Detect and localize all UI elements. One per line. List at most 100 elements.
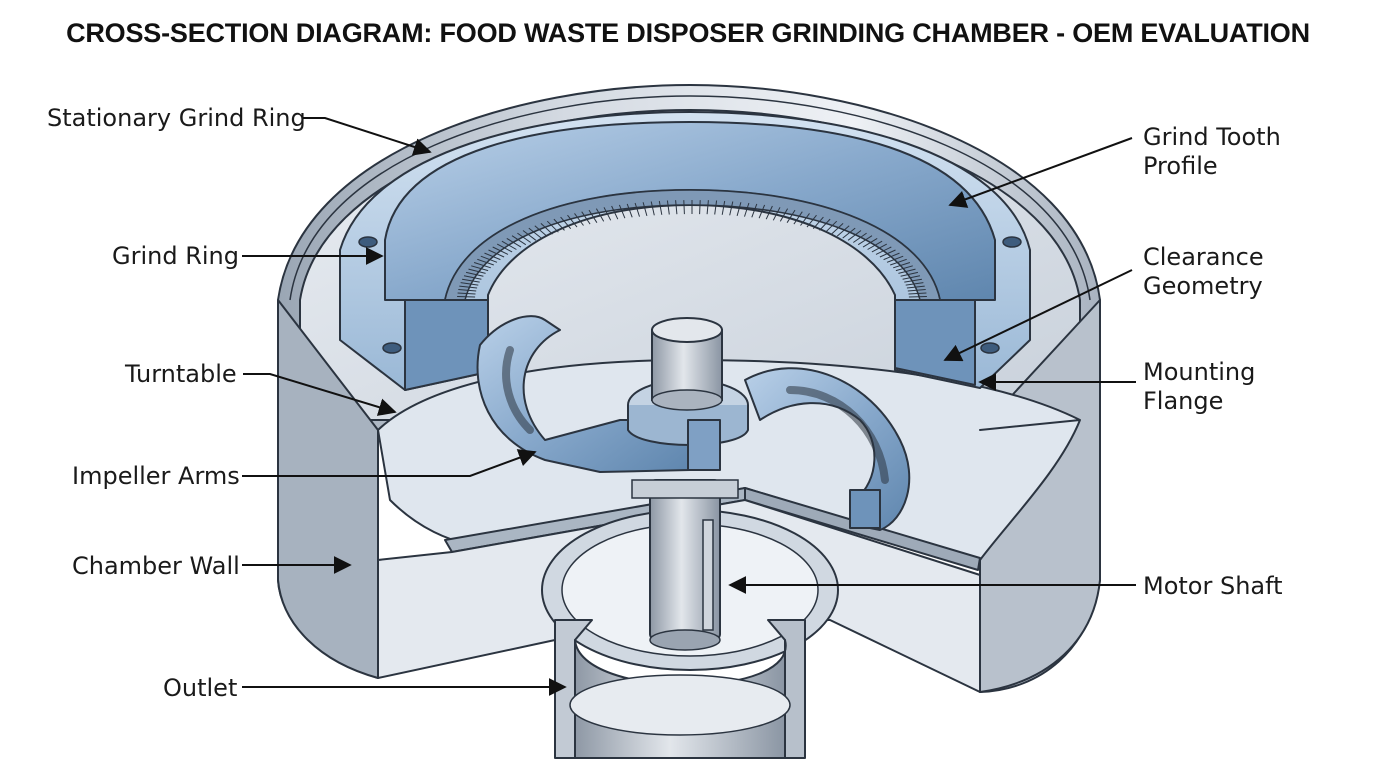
labels: Stationary Grind Ring Grind Ring Turntab… <box>47 104 1283 702</box>
grind-tooth <box>567 214 578 228</box>
grind-tooth <box>528 227 542 239</box>
grind-tooth <box>658 200 663 215</box>
grind-tooth <box>666 200 670 215</box>
grind-tooth <box>853 232 867 243</box>
lower-chamber <box>377 499 981 693</box>
grind-tooth <box>875 246 892 255</box>
grind-tooth <box>895 265 913 272</box>
grind-tooth <box>729 201 734 216</box>
grind-tooth <box>900 271 919 277</box>
hub <box>627 317 749 471</box>
grind-tooth <box>907 289 926 292</box>
grind-tooth <box>736 202 742 217</box>
grind-tooth <box>905 282 924 286</box>
grind-tooth <box>484 252 501 261</box>
grind-tooth <box>812 216 824 230</box>
grind-tooth <box>546 220 559 233</box>
leader-clearance-geometry <box>943 269 1133 362</box>
grind-tooth <box>618 204 626 219</box>
grind-tooth <box>862 237 878 248</box>
grind-tooth <box>831 223 844 235</box>
grind-tooth <box>699 200 701 215</box>
grind-tooth <box>458 289 477 292</box>
grind-tooth <box>842 227 856 239</box>
grind-tooth <box>460 282 479 286</box>
grind-tooth <box>886 255 904 263</box>
grind-tooth <box>879 249 896 258</box>
label-motor-shaft: Motor Shaft <box>1143 572 1283 600</box>
grind-tooth <box>893 262 911 269</box>
grind-tooth <box>714 200 718 215</box>
grind-tooth <box>744 202 750 217</box>
grind-tooth <box>758 204 766 219</box>
grind-tooth <box>706 200 709 215</box>
label-grind-tooth-profile-line2: Profile <box>1143 152 1218 180</box>
label-stationary-grind-ring: Stationary Grind Ring <box>47 104 306 132</box>
grind-tooth <box>800 213 810 226</box>
leader-turntable <box>243 373 397 416</box>
grind-tooth <box>779 208 789 222</box>
grind-tooth <box>517 232 531 243</box>
grind-tooth <box>675 200 678 215</box>
grind-tooth <box>721 200 726 215</box>
grind-tooth <box>603 207 612 221</box>
grind-tooth <box>588 209 598 223</box>
grind-tooth <box>683 200 685 215</box>
label-grind-tooth-profile-line1: Grind Tooth <box>1143 123 1281 151</box>
label-outlet: Outlet <box>163 674 237 702</box>
diagram-title: CROSS-SECTION DIAGRAM: FOOD WASTE DISPOS… <box>66 18 1310 48</box>
label-turntable: Turntable <box>124 360 237 388</box>
grind-tooth <box>908 292 927 295</box>
grind-tooth <box>847 230 862 241</box>
leader-impeller-arms <box>242 449 537 477</box>
grind-tooth <box>819 218 831 231</box>
grind-tooth <box>871 243 888 253</box>
label-clearance-geometry-line1: Clearance <box>1143 243 1264 271</box>
grind-tooth <box>883 252 900 261</box>
leader-grind-tooth-profile <box>948 137 1133 208</box>
grind-tooth <box>560 216 572 230</box>
grind-tooth <box>906 285 925 289</box>
grind-tooth <box>574 213 584 226</box>
grind-tooth <box>772 207 781 221</box>
grind-tooth <box>867 240 883 250</box>
grind-tooth <box>581 211 591 225</box>
grind-tooth <box>477 258 494 266</box>
grind-tooth <box>457 296 476 298</box>
grind-tooth <box>825 220 838 233</box>
grind-tooth <box>480 255 498 263</box>
grind-tooth <box>462 278 480 283</box>
grind-tooth <box>522 230 537 241</box>
label-chamber-wall: Chamber Wall <box>72 552 240 580</box>
motor-shaft <box>631 479 739 651</box>
grind-tooth <box>890 258 907 266</box>
grind-tooth <box>496 243 513 253</box>
grind-tooth <box>553 218 565 231</box>
grind-tooth <box>650 201 655 216</box>
grind-tooth <box>471 265 489 272</box>
grind-tooth <box>459 285 478 289</box>
grind-tooth <box>634 202 640 217</box>
label-grind-ring: Grind Ring <box>112 242 239 270</box>
label-mounting-flange-line2: Flange <box>1143 387 1223 415</box>
grind-tooth <box>857 235 873 246</box>
grind-tooth <box>902 275 921 280</box>
grind-tooth <box>457 292 476 295</box>
outlet <box>554 619 806 759</box>
grind-tooth <box>793 211 803 225</box>
grind-tooth <box>463 275 482 280</box>
grind-tooth <box>501 240 517 250</box>
grind-tooth <box>473 262 491 269</box>
grind-tooth <box>786 209 796 223</box>
grind-tooth <box>642 202 648 217</box>
grind-tooth <box>465 271 484 277</box>
grind-tooth <box>765 205 773 220</box>
grind-tooth <box>540 223 553 235</box>
grind-tooth <box>506 237 522 248</box>
grind-tooth <box>904 278 922 283</box>
grind-tooth <box>836 225 850 237</box>
grind-tooth <box>492 246 509 255</box>
grind-tooth <box>468 268 486 274</box>
grind-tooth <box>611 205 619 220</box>
